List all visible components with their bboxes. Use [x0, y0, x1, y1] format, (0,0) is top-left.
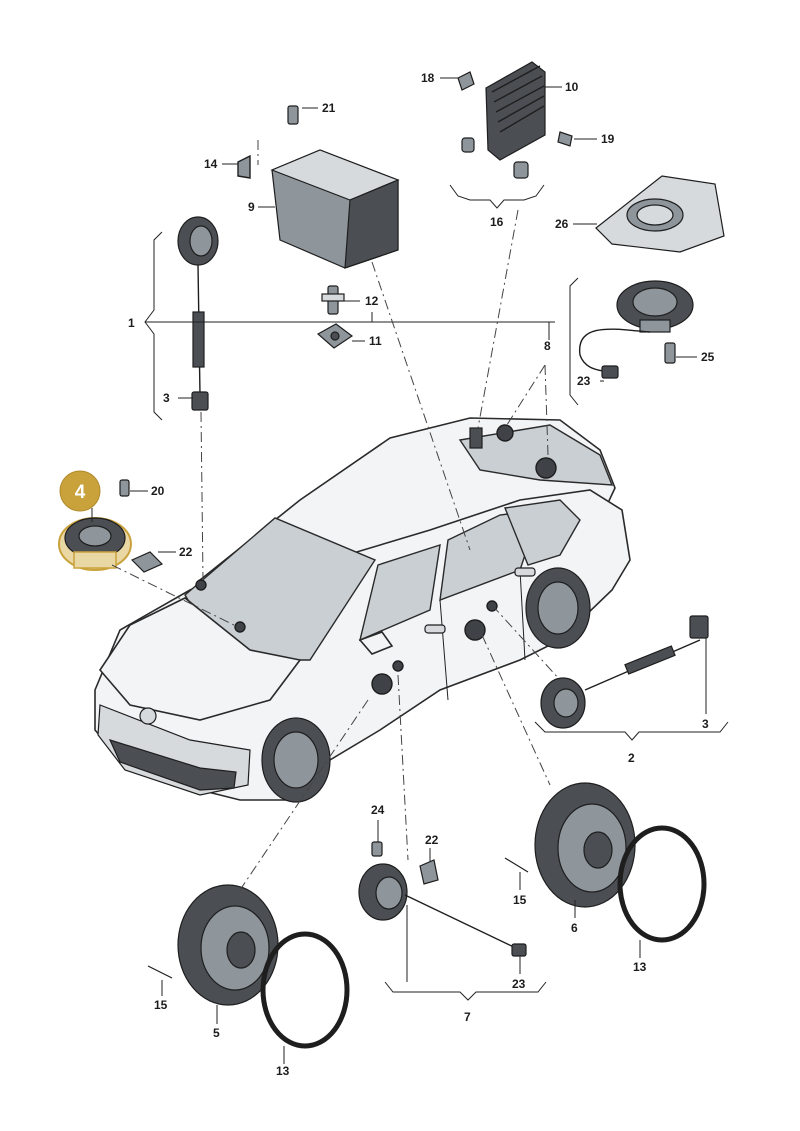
- callout-11: 11: [369, 334, 382, 348]
- callout-22-lower: 22: [425, 833, 439, 847]
- callout-21: 21: [322, 101, 336, 115]
- callout-25: 25: [701, 350, 715, 364]
- callout-4: 4: [75, 482, 86, 503]
- installation-lines: [111, 140, 561, 891]
- car-body: [94, 417, 631, 803]
- clip-11: [316, 323, 354, 349]
- tweeter-assembly-2: [540, 615, 709, 729]
- callout-16: 16: [490, 215, 504, 229]
- callout-2: 2: [628, 751, 635, 765]
- callout-26: 26: [555, 217, 569, 231]
- speaker-assembly-8: [579, 280, 694, 379]
- callout-3-lower: 3: [702, 717, 709, 731]
- callout-7: 7: [464, 1010, 471, 1024]
- callout-20: 20: [151, 484, 165, 498]
- callout-23-right: 23: [577, 374, 591, 388]
- callout-18: 18: [421, 71, 435, 85]
- bracket-26: [595, 175, 725, 253]
- callout-3-upper: 3: [163, 391, 170, 405]
- callout-15-right: 15: [513, 893, 527, 907]
- speaker-4-highlighted: [58, 479, 164, 573]
- woofer-6: [504, 782, 707, 943]
- callout-14: 14: [204, 157, 218, 171]
- callout-13-left: 13: [276, 1064, 290, 1078]
- callout-12: 12: [365, 294, 379, 308]
- callout-22-upper: 22: [179, 545, 193, 559]
- callout-15-left: 15: [154, 998, 168, 1012]
- leader-lines: [91, 77, 729, 1064]
- callout-23-lower: 23: [512, 977, 526, 991]
- callout-5: 5: [213, 1026, 220, 1040]
- heatsink-module-10: [457, 61, 573, 179]
- tweeter-assembly-1: [177, 216, 219, 411]
- callout-1: 1: [128, 316, 135, 330]
- control-unit-9: [237, 105, 400, 269]
- bolt-12: [321, 285, 345, 315]
- callout-19: 19: [601, 132, 615, 146]
- callout-13-right: 13: [633, 960, 647, 974]
- callout-labels: 1 2 3 3 5 6 7 8 9 10 11 12 13 13 14 15 1…: [128, 71, 715, 1078]
- woofer-5: [147, 884, 350, 1049]
- callout-10: 10: [565, 80, 579, 94]
- callout-6: 6: [571, 921, 578, 935]
- highlighted-callout-4[interactable]: 4: [59, 470, 101, 512]
- callout-24: 24: [371, 803, 385, 817]
- callout-9: 9: [248, 200, 255, 214]
- callout-8: 8: [544, 339, 551, 353]
- tweeter-assembly-7: [358, 841, 527, 957]
